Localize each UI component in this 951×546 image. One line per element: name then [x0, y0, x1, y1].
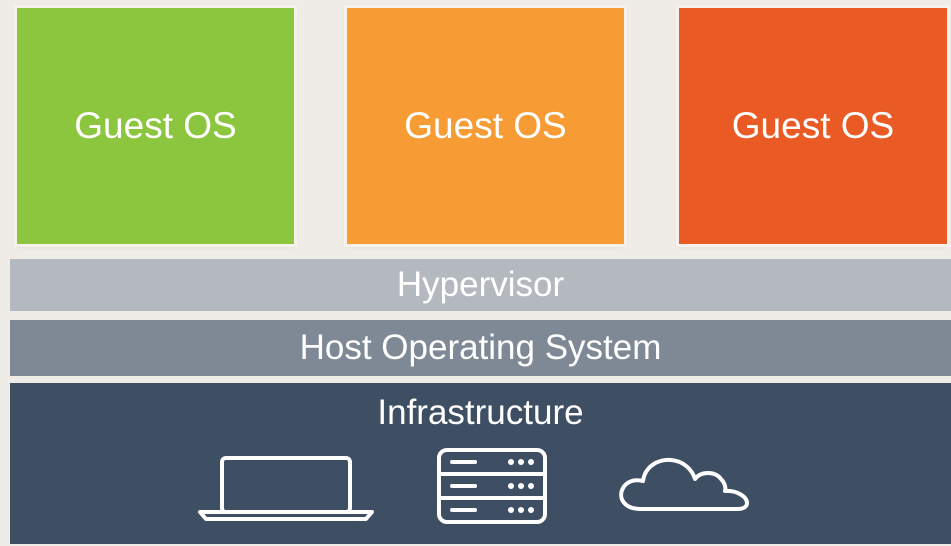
cloud-icon — [619, 457, 749, 511]
host-os-label: Host Operating System — [299, 328, 662, 367]
host-os-layer: Host Operating System — [10, 320, 951, 376]
infrastructure-layer: Infrastructure — [10, 383, 951, 544]
guest-os-label: Guest OS — [74, 105, 237, 146]
guest-os-label: Guest OS — [731, 105, 895, 146]
server-icon — [437, 448, 547, 524]
infrastructure-label: Infrastructure — [377, 393, 584, 432]
hypervisor-label: Hypervisor — [396, 265, 565, 304]
guest-os-box-2: Guest OS — [347, 8, 624, 244]
laptop-icon — [198, 456, 374, 521]
hypervisor-layer: Hypervisor — [10, 259, 951, 311]
guest-os-label: Guest OS — [404, 105, 567, 146]
guest-os-box-1: Guest OS — [17, 8, 294, 244]
guest-os-box-3: Guest OS — [679, 8, 947, 244]
